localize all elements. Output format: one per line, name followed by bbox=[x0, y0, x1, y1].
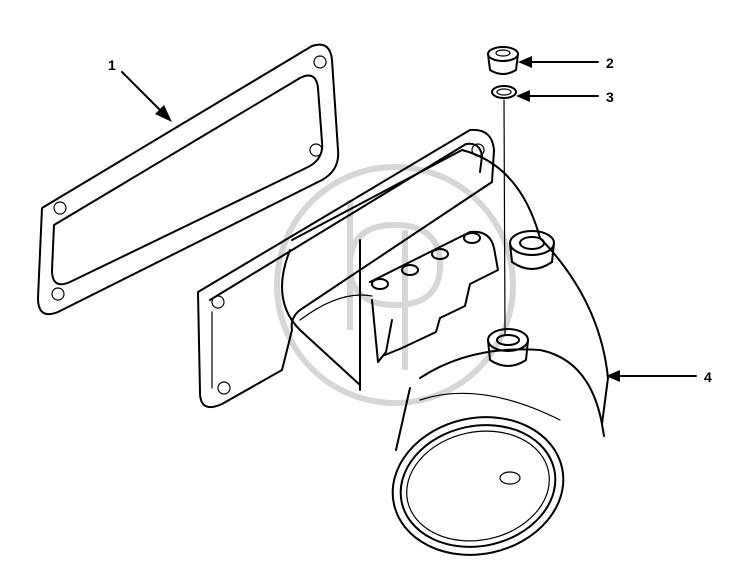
leader-lines bbox=[121, 56, 697, 382]
outlet-housing-part-4 bbox=[197, 128, 609, 556]
callout-4: 4 bbox=[704, 369, 712, 385]
arrow-head-1 bbox=[155, 105, 172, 122]
o-ring-part-3 bbox=[491, 85, 517, 99]
callout-1: 1 bbox=[108, 57, 116, 73]
gasket-part-1 bbox=[37, 43, 340, 316]
plug-part-2 bbox=[487, 46, 519, 75]
callout-3: 3 bbox=[606, 89, 614, 105]
watermark-logo bbox=[274, 164, 516, 406]
arrow-head-4 bbox=[606, 370, 620, 382]
assembly-line bbox=[503, 99, 506, 336]
arrow-head-2 bbox=[518, 56, 532, 68]
callout-2: 2 bbox=[606, 55, 614, 71]
arrow-head-3 bbox=[516, 90, 530, 102]
